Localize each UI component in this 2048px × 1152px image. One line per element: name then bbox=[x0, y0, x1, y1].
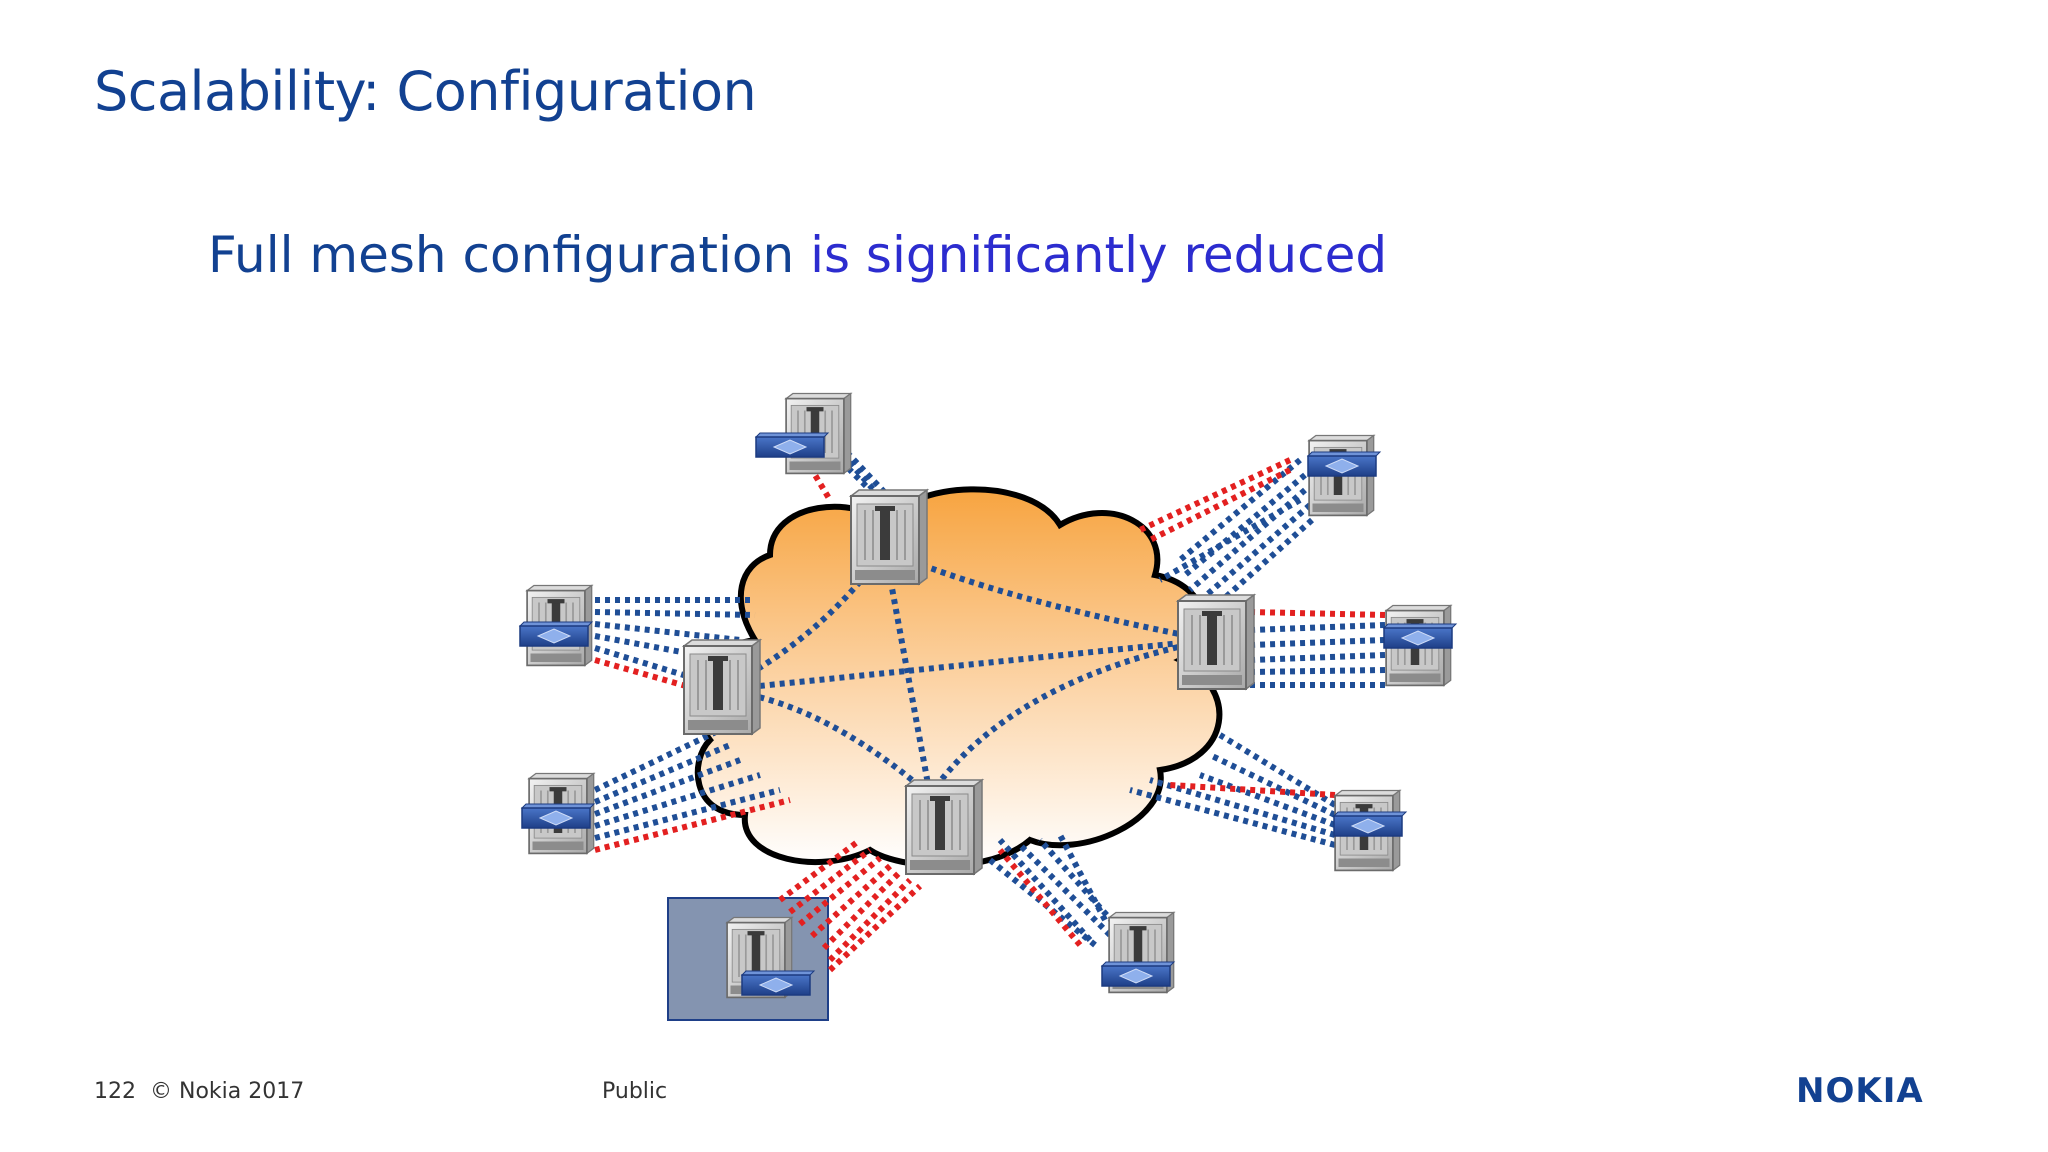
edge-router-right bbox=[1383, 604, 1457, 687]
edge-router-top bbox=[755, 392, 852, 475]
page-number: 122 bbox=[94, 1079, 136, 1104]
slide-title: Scalability: Configuration bbox=[94, 60, 757, 123]
edge-router-left-lower bbox=[521, 772, 595, 855]
edge-router-left-upper bbox=[519, 584, 593, 667]
edge-router-bottom-right bbox=[1101, 911, 1175, 994]
edge-router-right-lower bbox=[1333, 789, 1407, 872]
slide-subtitle: Full mesh configuration is significantly… bbox=[208, 226, 1387, 284]
copyright: © Nokia 2017 bbox=[150, 1079, 305, 1104]
mesh-links-red bbox=[594, 448, 1386, 973]
edge-router-top-right bbox=[1307, 434, 1381, 517]
nokia-logo: NOKIA bbox=[1796, 1071, 1924, 1111]
core-router-left bbox=[683, 639, 761, 735]
classification-label: Public bbox=[602, 1079, 668, 1104]
subtitle-part-2-highlight: is significantly reduced bbox=[810, 226, 1388, 284]
core-router-right bbox=[1177, 594, 1255, 690]
footer-left: 122 © Nokia 2017 bbox=[94, 1079, 304, 1104]
subtitle-part-1: Full mesh configuration bbox=[208, 226, 795, 284]
core-router-bottom bbox=[905, 779, 983, 875]
core-router-top bbox=[850, 489, 928, 585]
network-cloud bbox=[690, 486, 1223, 869]
